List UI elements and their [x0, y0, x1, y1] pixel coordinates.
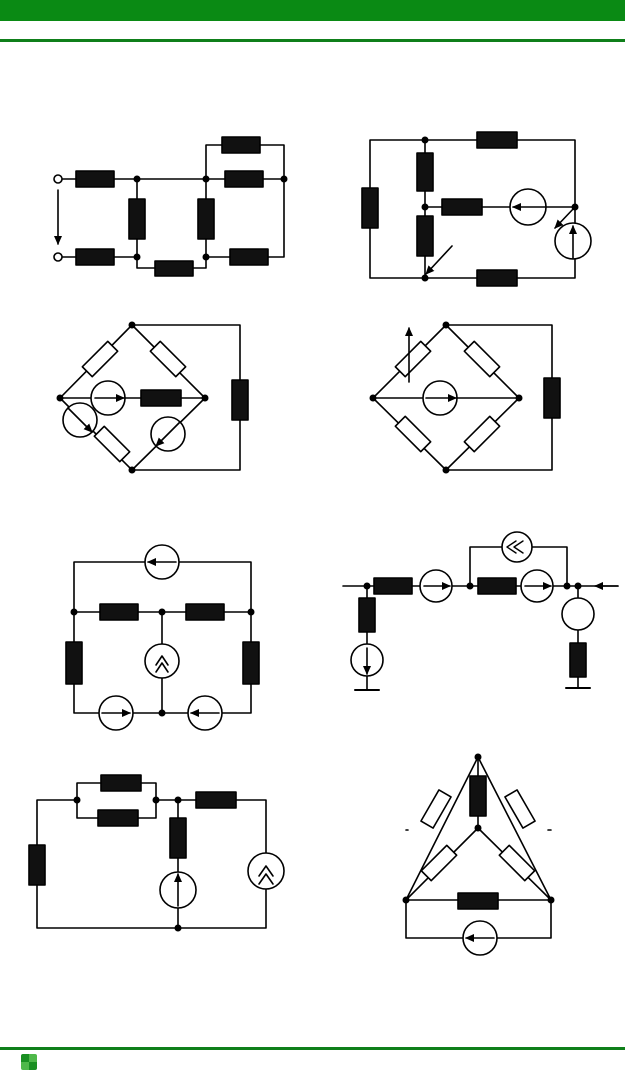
terminal: [53, 252, 63, 262]
resistor: [373, 577, 413, 595]
resistor: [231, 379, 249, 421]
resistor: [97, 809, 139, 827]
resistor: [169, 817, 187, 859]
resistor: [476, 131, 518, 149]
resistor: [416, 215, 434, 257]
resistor: [504, 789, 536, 829]
current-source: [247, 852, 285, 890]
current-source: [561, 597, 595, 631]
resistor: [81, 340, 119, 378]
resistor: [569, 642, 587, 678]
header-band: [0, 0, 625, 21]
resistor: [394, 415, 432, 453]
resistor: [65, 641, 83, 685]
resistor: [28, 844, 46, 886]
circuit-triangle-bridge: [402, 753, 555, 956]
resistor: [498, 844, 536, 882]
resistor: [463, 340, 501, 378]
resistor: [195, 791, 237, 809]
resistor: [224, 170, 264, 188]
resistor: [463, 415, 501, 453]
green-square-logo-icon: [21, 1054, 37, 1070]
circuit-loop-sources: [65, 544, 260, 731]
resistor: [476, 269, 518, 287]
resistor: [361, 187, 379, 229]
resistor: [394, 340, 432, 378]
circuit-bridge-left: [56, 321, 249, 474]
resistor: [543, 377, 561, 419]
resistor: [229, 248, 269, 266]
resistor: [477, 577, 517, 595]
resistor: [420, 844, 458, 882]
circuit-series-chain: [342, 531, 619, 691]
resistor: [154, 260, 194, 277]
circuit-bridge-right: [369, 321, 561, 474]
variable-arrow: [425, 245, 453, 275]
resistor: [185, 603, 225, 621]
resistor: [149, 340, 187, 378]
header-rule: [0, 39, 625, 42]
resistor: [242, 641, 260, 685]
resistor: [221, 136, 261, 154]
resistor: [140, 389, 182, 407]
current-source: [144, 643, 180, 679]
resistor: [128, 198, 146, 240]
resistor: [469, 775, 487, 817]
resistor: [441, 198, 483, 216]
resistor: [75, 170, 115, 188]
resistor: [457, 892, 499, 910]
resistor: [75, 248, 115, 266]
circuit-parallel-branch: [28, 774, 285, 932]
resistor: [100, 774, 142, 792]
footer-rule: [0, 1047, 625, 1050]
circuit-with-sources-right: [361, 131, 592, 287]
current-source: [501, 531, 533, 563]
resistor: [416, 152, 434, 192]
circuit-ladder-network: [53, 136, 288, 277]
resistor: [99, 603, 139, 621]
terminal: [53, 174, 63, 184]
diagonal-arrow: [554, 206, 576, 229]
resistor: [93, 425, 131, 463]
resistor: [358, 597, 376, 633]
resistor: [420, 789, 452, 829]
resistor: [197, 198, 215, 240]
